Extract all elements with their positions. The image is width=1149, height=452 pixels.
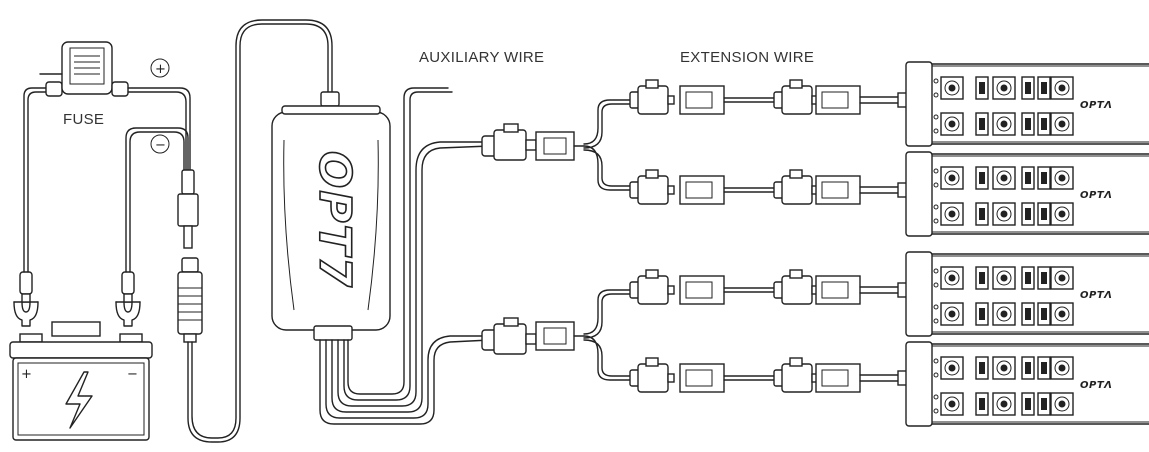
led-chip: [1050, 302, 1074, 326]
splitter-bottom: [481, 289, 631, 381]
extension-wire-label: EXTENSION WIRE: [680, 49, 814, 66]
resistor: [1037, 202, 1051, 226]
strip-logo: OPTΛ: [1080, 190, 1112, 201]
led-chip: [992, 166, 1016, 190]
negative-symbol: −: [150, 134, 170, 154]
led-chip: [940, 266, 964, 290]
fuse-label: FUSE: [63, 111, 104, 128]
led-chip: [992, 112, 1016, 136]
led-chip: [992, 392, 1016, 416]
led-chip: [940, 392, 964, 416]
led-chip: [1050, 356, 1074, 380]
resistor: [1021, 302, 1035, 326]
extension-wire-row: [629, 169, 909, 205]
strip-logo: OPTΛ: [1080, 100, 1112, 111]
dc-barrel-socket: [177, 257, 203, 343]
led-strip: OPTΛ: [905, 61, 1149, 147]
led-chip: [940, 166, 964, 190]
splitter-top: [481, 99, 631, 191]
extension-wire-row: [629, 79, 909, 115]
lightning-icon: [65, 371, 93, 429]
strip-logo: OPTΛ: [1080, 290, 1112, 301]
controller-output-cable-2: [331, 145, 491, 413]
led-chip: [940, 112, 964, 136]
resistor: [1037, 266, 1051, 290]
svg-text:−: −: [155, 138, 166, 153]
positive-ring-terminal: [13, 271, 39, 327]
led-chip: [1050, 166, 1074, 190]
resistor: [1021, 356, 1035, 380]
positive-symbol: +: [150, 58, 170, 78]
strip-logo: OPTΛ: [1080, 380, 1112, 391]
auxiliary-wire: [343, 91, 453, 401]
led-chip: [940, 302, 964, 326]
auxiliary-wire-label: AUXILIARY WIRE: [419, 49, 544, 66]
led-chip: [940, 76, 964, 100]
resistor: [975, 202, 989, 226]
resistor: [975, 356, 989, 380]
svg-text:+: +: [155, 62, 166, 77]
resistor: [1037, 112, 1051, 136]
battery-negative-symbol: −: [127, 367, 138, 382]
led-chip: [992, 76, 1016, 100]
resistor: [1021, 266, 1035, 290]
led-chip: [1050, 392, 1074, 416]
resistor: [1021, 166, 1035, 190]
extension-wire-row: [629, 269, 909, 305]
led-strip: OPTΛ: [905, 251, 1149, 337]
led-chip: [1050, 266, 1074, 290]
controller-logo: OPT7: [309, 151, 360, 289]
led-chip: [992, 356, 1016, 380]
led-chip: [1050, 112, 1074, 136]
controller-box: OPT7: [271, 91, 391, 341]
led-chip: [940, 356, 964, 380]
resistor: [975, 76, 989, 100]
resistor: [1021, 76, 1035, 100]
led-chip: [992, 202, 1016, 226]
resistor: [1037, 166, 1051, 190]
led-chip: [992, 302, 1016, 326]
fuse: [39, 41, 129, 97]
resistor: [1037, 76, 1051, 100]
resistor: [1021, 392, 1035, 416]
negative-lead: [125, 127, 189, 273]
led-chip: [1050, 202, 1074, 226]
resistor: [975, 112, 989, 136]
resistor: [1021, 112, 1035, 136]
resistor: [1037, 392, 1051, 416]
resistor: [975, 392, 989, 416]
resistor: [1037, 356, 1051, 380]
positive-lead: [23, 87, 47, 273]
dc-barrel-plug: [177, 169, 199, 249]
resistor: [975, 166, 989, 190]
led-strip: OPTΛ: [905, 151, 1149, 237]
extension-wire-row: [629, 357, 909, 393]
resistor: [1037, 302, 1051, 326]
led-chip: [992, 266, 1016, 290]
controller-output-cable-1: [319, 339, 491, 425]
led-chip: [940, 202, 964, 226]
resistor: [975, 302, 989, 326]
negative-ring-terminal: [115, 271, 141, 327]
battery: + −: [9, 321, 153, 441]
resistor: [975, 266, 989, 290]
led-chip: [1050, 76, 1074, 100]
battery-positive-symbol: +: [21, 367, 32, 382]
resistor: [1021, 202, 1035, 226]
led-strip: OPTΛ: [905, 341, 1149, 427]
power-cable: [187, 23, 329, 443]
